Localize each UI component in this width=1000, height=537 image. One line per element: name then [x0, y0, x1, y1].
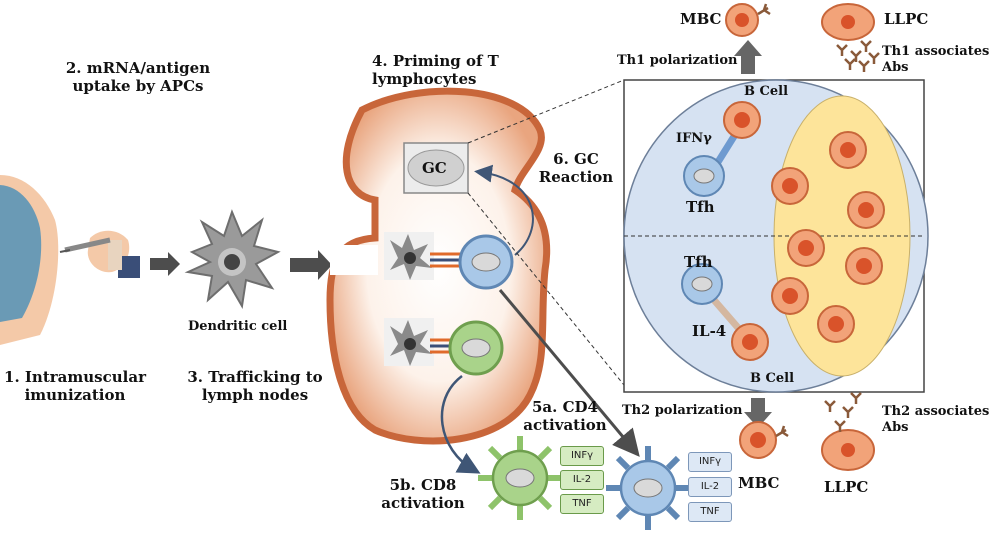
- step-4-line-2: lymphocytes: [372, 70, 477, 88]
- gc-b-cell-nucleus: [828, 316, 844, 332]
- dc-tcell-synapse-top: [384, 232, 514, 290]
- step-3-label: 3. Trafficking to lymph nodes: [180, 368, 330, 404]
- tfh-top-label: Tfh: [686, 198, 715, 216]
- antibody-icon: [858, 60, 870, 72]
- gc-b-cell-nucleus: [782, 288, 798, 304]
- antibody-icon: [834, 420, 846, 432]
- step-5b-line-2: activation: [381, 494, 465, 512]
- step-4-label: 4. Priming of T lymphocytes: [372, 52, 499, 88]
- cd4-cytokine-tnf: TNF: [688, 502, 732, 522]
- step-5a-line-2: activation: [523, 416, 607, 434]
- step-5b-line-1: 5b. CD8: [389, 476, 457, 494]
- th2-abs-line-1: Th2 associates: [882, 404, 990, 419]
- step-2-line-2: uptake by APCs: [72, 77, 204, 95]
- tfh-bottom-label: Tfh: [684, 253, 713, 271]
- tfh-b-cell-bottom: [681, 263, 769, 361]
- arrow-dc-to-lymph-node: [290, 250, 332, 280]
- tfh-b-cell-top: [683, 101, 761, 197]
- llpc-cell-top: [821, 3, 875, 41]
- arrow-injection-to-dc: [150, 252, 180, 276]
- th1-abs-label: Th1 associates Abs: [882, 44, 989, 76]
- antibody-icon: [844, 58, 856, 70]
- step-1-line-1: 1. Intramuscular: [4, 368, 146, 386]
- step-6-label: 6. GC Reaction: [536, 150, 616, 186]
- arrow-cd4-activation: [498, 289, 640, 457]
- mbc-cell-bottom: [739, 421, 789, 459]
- arrow-th2-polarization: [744, 398, 772, 428]
- step-6-line-2: Reaction: [538, 168, 614, 186]
- antibody-icon: [850, 392, 862, 404]
- zoom-line-bottom: [467, 192, 625, 386]
- th2-abs-label: Th2 associates Abs: [882, 404, 989, 436]
- b-cell-top-label: B Cell: [744, 84, 789, 99]
- mbc-bottom-label: MBC: [738, 474, 780, 492]
- th1-abs-line-2: Abs: [882, 60, 909, 75]
- antibody-icon: [842, 406, 854, 418]
- mbc-top-label: MBC: [680, 10, 722, 28]
- gc-b-cell-nucleus: [858, 202, 874, 218]
- arrow-cd8-activation: [440, 375, 481, 474]
- cd8-cytokine-il2: IL-2: [560, 470, 604, 490]
- gc-reaction-panel: [623, 79, 929, 393]
- step-6-line-1: 6. GC: [553, 150, 599, 168]
- antibody-icon: [824, 400, 836, 412]
- cd4-activated-cell: [606, 446, 690, 530]
- gc-box: [403, 142, 469, 194]
- b-cell-bottom-label: B Cell: [750, 371, 795, 386]
- cd4-cytokine-il2: IL-2: [688, 477, 732, 497]
- gc-b-cell-nucleus: [782, 178, 798, 194]
- cd8-cytokine-ifn: INFγ: [560, 446, 604, 466]
- step-2-label: 2. mRNA/antigen uptake by APCs: [58, 59, 218, 95]
- antibody-icon: [868, 52, 880, 64]
- cd8-activated-cell: [478, 436, 562, 520]
- antibodies-th1: [836, 40, 880, 72]
- llpc-top-label: LLPC: [884, 10, 929, 28]
- dc-tcell-synapse-bottom: [384, 318, 504, 376]
- dendritic-cell-label: Dendritic cell: [188, 319, 288, 334]
- dendritic-cell-illustration: [184, 209, 281, 309]
- llpc-cell-bottom: [821, 429, 875, 471]
- th2-abs-line-2: Abs: [882, 420, 909, 435]
- cd4-cytokine-ifn: INFγ: [688, 452, 732, 472]
- antibody-icon: [860, 40, 872, 52]
- arrow-th1-polarization: [734, 40, 762, 74]
- th1-polarization-label: Th1 polarization: [617, 53, 738, 68]
- step-1-line-2: imunization: [24, 386, 126, 404]
- llpc-bottom-label: LLPC: [824, 478, 869, 496]
- gc-b-cells: [771, 131, 885, 343]
- patient-arm-illustration: [0, 175, 140, 345]
- step-5b-label: 5b. CD8 activation: [378, 476, 468, 512]
- antibody-icon: [836, 44, 848, 56]
- th1-abs-line-1: Th1 associates: [882, 44, 990, 59]
- il4-label: IL-4: [692, 322, 727, 340]
- cd8-cytokine-tnf: TNF: [560, 494, 604, 514]
- step-3-line-2: lymph nodes: [201, 386, 309, 404]
- th2-polarization-label: Th2 polarization: [622, 403, 743, 418]
- ifn-gamma-label: IFNγ: [676, 131, 712, 146]
- gc-b-cell-nucleus: [840, 142, 856, 158]
- step-1-label: 1. Intramuscular imunization: [0, 368, 150, 404]
- zoom-line-top: [467, 79, 625, 144]
- gc-b-cell-nucleus: [798, 240, 814, 256]
- step-5a-line-1: 5a. CD4: [532, 398, 598, 416]
- arrow-tcell-to-gc: [474, 164, 534, 256]
- mbc-cell-top: [725, 3, 771, 37]
- gc-b-cell-nucleus: [856, 258, 872, 274]
- antibodies-th2: [824, 392, 862, 432]
- step-5a-label: 5a. CD4 activation: [520, 398, 610, 434]
- step-4-line-1: 4. Priming of T: [372, 52, 499, 70]
- step-2-line-1: 2. mRNA/antigen: [65, 59, 211, 77]
- gc-label: GC: [422, 159, 447, 177]
- antibody-icon: [850, 50, 862, 62]
- step-3-line-1: 3. Trafficking to: [187, 368, 323, 386]
